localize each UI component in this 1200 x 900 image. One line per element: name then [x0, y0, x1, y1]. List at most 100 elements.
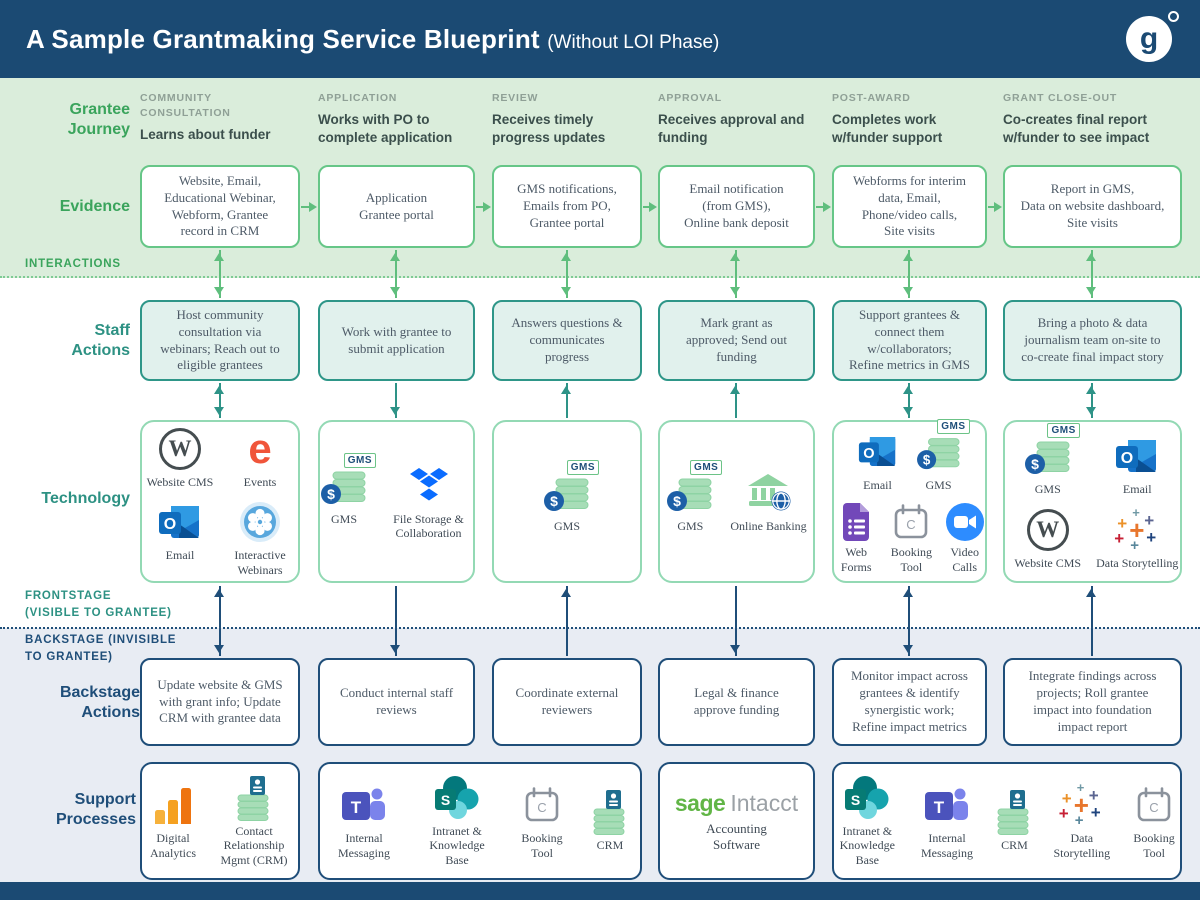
- gms-icon: $ GMS: [666, 459, 723, 516]
- row-label-backstage-actions: Backstage Actions: [59, 684, 140, 721]
- evidence-flow-arrow: [988, 201, 1002, 212]
- frontstage-label: FRONTSTAGE (VISIBLE TO GRANTEE): [25, 590, 172, 620]
- staff-tech-arrow: [730, 383, 740, 418]
- tech-item: O Email: [142, 499, 218, 577]
- tech-item: $ GMS GMS: [1005, 423, 1091, 496]
- staff-tech-arrow: [903, 383, 913, 418]
- support-box: S Intranet & Knowledge Base T Internal M…: [832, 762, 1182, 880]
- svg-text:$: $: [550, 493, 558, 509]
- svg-text:C: C: [537, 800, 546, 815]
- wordpress-icon: W: [1026, 507, 1069, 553]
- crm-icon: [233, 775, 275, 821]
- svg-text:O: O: [1121, 450, 1133, 467]
- staff-action-box: Mark grant as approved; Send out funding: [658, 300, 815, 381]
- tech-box: $ GMS GMS File Storage & Collaboration: [318, 420, 475, 583]
- backstage-label: BACKSTAGE (INVISIBLE TO GRANTEE): [25, 634, 177, 664]
- tech-backstage-arrow: [214, 586, 224, 656]
- backstage-action-box: Integrate findings across projects; Roll…: [1003, 658, 1182, 746]
- outlook-icon: O: [1115, 433, 1159, 479]
- tech-box: $ GMS GMS Online Banking: [658, 420, 815, 583]
- title-text: A Sample Grantmaking Service Blueprint: [26, 24, 540, 54]
- support-item: C Booking Tool: [1128, 782, 1180, 860]
- support-item: CRM: [993, 789, 1035, 852]
- evidence-staff-arrow: [1086, 250, 1096, 298]
- bank-icon: [745, 470, 791, 516]
- teams-icon: T: [341, 782, 387, 828]
- svg-text:T: T: [351, 798, 362, 817]
- support-item: C Booking Tool: [515, 782, 569, 860]
- tech-item: $ GMS GMS: [916, 418, 970, 492]
- tech-item: $ GMS GMS: [320, 452, 376, 526]
- support-item: T Internal Messaging: [915, 782, 980, 860]
- staff-tech-arrow: [390, 383, 400, 418]
- svg-text:S: S: [851, 792, 860, 808]
- backstage-action-box: Monitor impact across grantees & identif…: [832, 658, 987, 746]
- tech-item: Interactive Webinars: [222, 499, 298, 577]
- tech-item: e Events: [243, 424, 277, 489]
- svg-text:$: $: [327, 486, 335, 502]
- teams-icon: T: [924, 782, 970, 828]
- evidence-staff-arrow: [903, 250, 913, 298]
- footer-bar: [0, 882, 1200, 900]
- wordpress-icon: W: [159, 426, 201, 472]
- booking-icon: C: [892, 502, 930, 542]
- outlook-icon: O: [158, 499, 202, 545]
- stage-header: APPROVAL Receives approval and funding: [658, 92, 805, 145]
- gms-badge: GMS: [690, 459, 723, 475]
- support-item: T Internal Messaging: [329, 782, 399, 860]
- tech-item: Video Calls: [944, 502, 985, 574]
- support-item: CRM: [589, 789, 631, 852]
- crm-icon: [589, 789, 631, 836]
- page-title: A Sample Grantmaking Service Blueprint (…: [26, 24, 719, 55]
- gms-badge: GMS: [1047, 423, 1080, 439]
- evidence-flow-arrow: [643, 201, 657, 212]
- sharepoint-icon: S: [844, 775, 890, 821]
- row-label-technology: Technology: [41, 490, 130, 507]
- support-box: Digital Analytics Contact Relationship M…: [140, 762, 300, 880]
- stage-header: APPLICATION Works with PO to complete ap…: [318, 92, 453, 145]
- evidence-staff-arrow: [214, 250, 224, 298]
- tech-item: +++++++ Data Storytelling: [1096, 504, 1179, 570]
- support-box: T Internal Messaging S Intranet & Knowle…: [318, 762, 642, 880]
- staff-action-box: Answers questions & communicates progres…: [492, 300, 642, 381]
- sage-intacct-logo: sage Intacct: [674, 789, 799, 816]
- tableau-icon: +++++++: [1058, 780, 1101, 830]
- row-label-grantee-journey: Grantee Journey: [67, 101, 130, 138]
- tech-backstage-arrow: [730, 586, 740, 656]
- svg-text:S: S: [441, 792, 450, 808]
- frontstage-backstage-divider: [0, 627, 1200, 629]
- support-item: S Intranet & Knowledge Base: [419, 775, 495, 867]
- backstage-action-box: Legal & finance approve funding: [658, 658, 815, 746]
- tech-item: File Storage & Collaboration: [384, 463, 473, 541]
- evidence-staff-arrow: [390, 250, 400, 298]
- evidence-staff-arrow: [730, 250, 740, 298]
- stage-header: COMMUNITY CONSULTATION Learns about fund…: [140, 92, 271, 143]
- svg-text:$: $: [1031, 456, 1039, 472]
- dropbox-icon: [408, 463, 450, 509]
- tech-item: Web Forms: [834, 502, 878, 574]
- evidence-box: Webforms for interim data, Email, Phone/…: [832, 165, 987, 248]
- webinar-icon: [239, 499, 281, 545]
- evidence-box: Report in GMS, Data on website dashboard…: [1003, 165, 1182, 248]
- svg-text:O: O: [164, 516, 176, 533]
- evidence-box: Application Grantee portal: [318, 165, 475, 248]
- evidence-staff-arrow: [561, 250, 571, 298]
- tech-backstage-arrow: [561, 586, 571, 656]
- tech-item: $ GMS GMS: [543, 459, 599, 533]
- tech-item: W Website CMS: [142, 426, 218, 489]
- svg-text:O: O: [863, 446, 874, 462]
- tech-item: W Website CMS: [1005, 507, 1091, 570]
- support-box: sage Intacct Accounting Software: [658, 762, 815, 880]
- header-bar: [0, 0, 1200, 78]
- row-label-evidence: Evidence: [59, 198, 130, 215]
- backstage-action-box: Update website & GMS with grant info; Up…: [140, 658, 300, 746]
- svg-text:C: C: [1149, 800, 1158, 815]
- booking-icon: C: [1135, 782, 1173, 828]
- eventbrite-icon: e: [248, 424, 272, 472]
- tech-item: Online Banking: [730, 470, 807, 533]
- gms-icon: $ GMS: [1024, 423, 1080, 479]
- backstage-action-box: Conduct internal staff reviews: [318, 658, 475, 746]
- gms-icon: $ GMS: [320, 452, 376, 509]
- gms-badge: GMS: [937, 418, 970, 434]
